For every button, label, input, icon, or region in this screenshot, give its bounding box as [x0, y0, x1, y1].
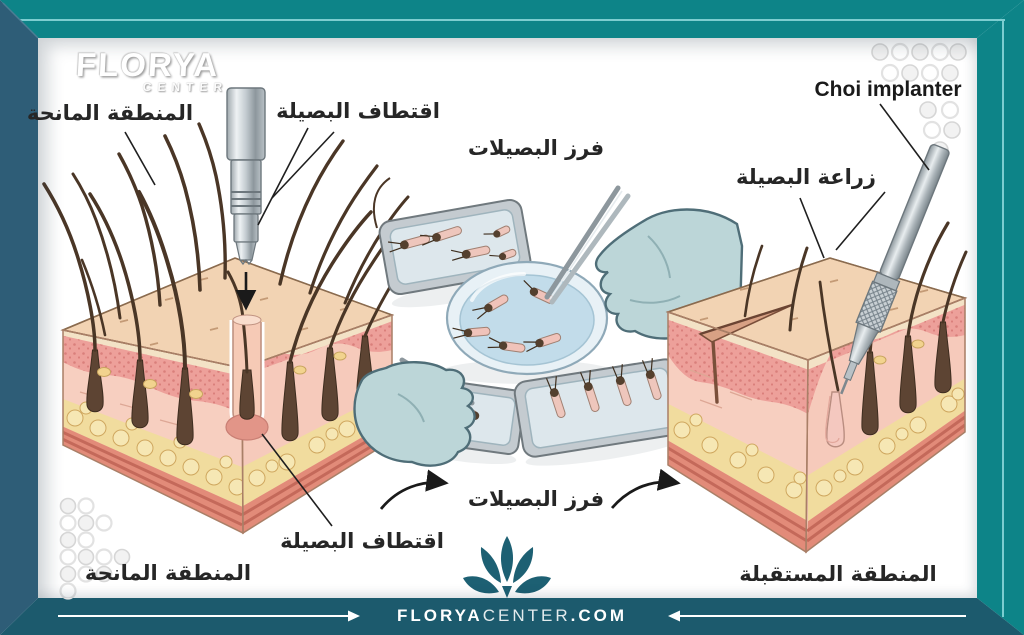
frame-miter-line — [2, 2, 39, 39]
footer-arrowhead-left — [348, 610, 360, 622]
incision-slit — [698, 303, 793, 343]
flow-arrow-left — [379, 469, 449, 510]
sorting-station-illustration — [353, 177, 744, 467]
footer-website-url: FLORYACENTER.COM — [397, 606, 627, 626]
glove-creases — [629, 235, 681, 304]
label-sorting-bottom: فرز البصيلات — [467, 487, 605, 511]
frame-bottom-bar — [0, 598, 1024, 635]
glove-creases-2 — [397, 393, 425, 423]
label-sorting-top: فرز البصيلات — [467, 136, 605, 160]
leader-extract-bottom — [261, 433, 333, 527]
follicles-in-dish — [452, 279, 562, 353]
dots-pattern-top-right — [871, 42, 967, 159]
recipient-skin-block-illustration — [665, 143, 968, 554]
leader-extract-top-1 — [257, 127, 309, 226]
choi-implanter-tool — [840, 143, 950, 395]
recipient-hairs — [743, 221, 968, 392]
leader-lines — [124, 103, 930, 527]
footer-arrowhead-right — [668, 610, 680, 622]
leader-implant-1 — [799, 197, 825, 259]
florya-flower-logo — [463, 536, 551, 598]
label-extraction-bottom: اقتطاف البصيلة — [280, 529, 444, 553]
footer-site-part-2: CENTER — [482, 606, 571, 625]
gloved-hand-lower — [353, 361, 476, 467]
label-donor-area-bottom: المنطقة المانحة — [84, 561, 252, 585]
dots-pattern-bottom-left — [59, 497, 131, 600]
leader-extract-top-2 — [271, 131, 335, 199]
label-recipient-area: المنطقة المستقبلة — [739, 562, 937, 586]
leader-choi — [879, 103, 930, 171]
frame-right — [977, 0, 1024, 635]
label-choi-implanter: Choi implanter — [814, 78, 962, 101]
leader-donor-top — [124, 131, 156, 186]
extracted-follicle-plug — [225, 270, 269, 441]
label-extraction-top: اقتطاف البصيلة — [276, 99, 440, 123]
label-implanting: زراعة البصيلة — [736, 165, 876, 189]
footer-site-part-3: .COM — [570, 606, 627, 625]
leader-implant-2 — [835, 191, 886, 251]
petri-dish — [441, 260, 613, 384]
grafts-in-top-tray — [387, 225, 517, 261]
donor-hairs — [42, 122, 410, 370]
frame-left — [0, 0, 38, 635]
label-donor-area-top: المنطقة المانحة — [26, 101, 194, 125]
footer-site-part-1: FLORYA — [397, 606, 483, 625]
flow-arrow-right — [610, 468, 681, 509]
fue-punch-tool — [226, 87, 266, 311]
tweezers-upper — [544, 185, 631, 305]
flow-arrows — [379, 468, 681, 510]
grafts-in-right-tray — [545, 358, 662, 419]
